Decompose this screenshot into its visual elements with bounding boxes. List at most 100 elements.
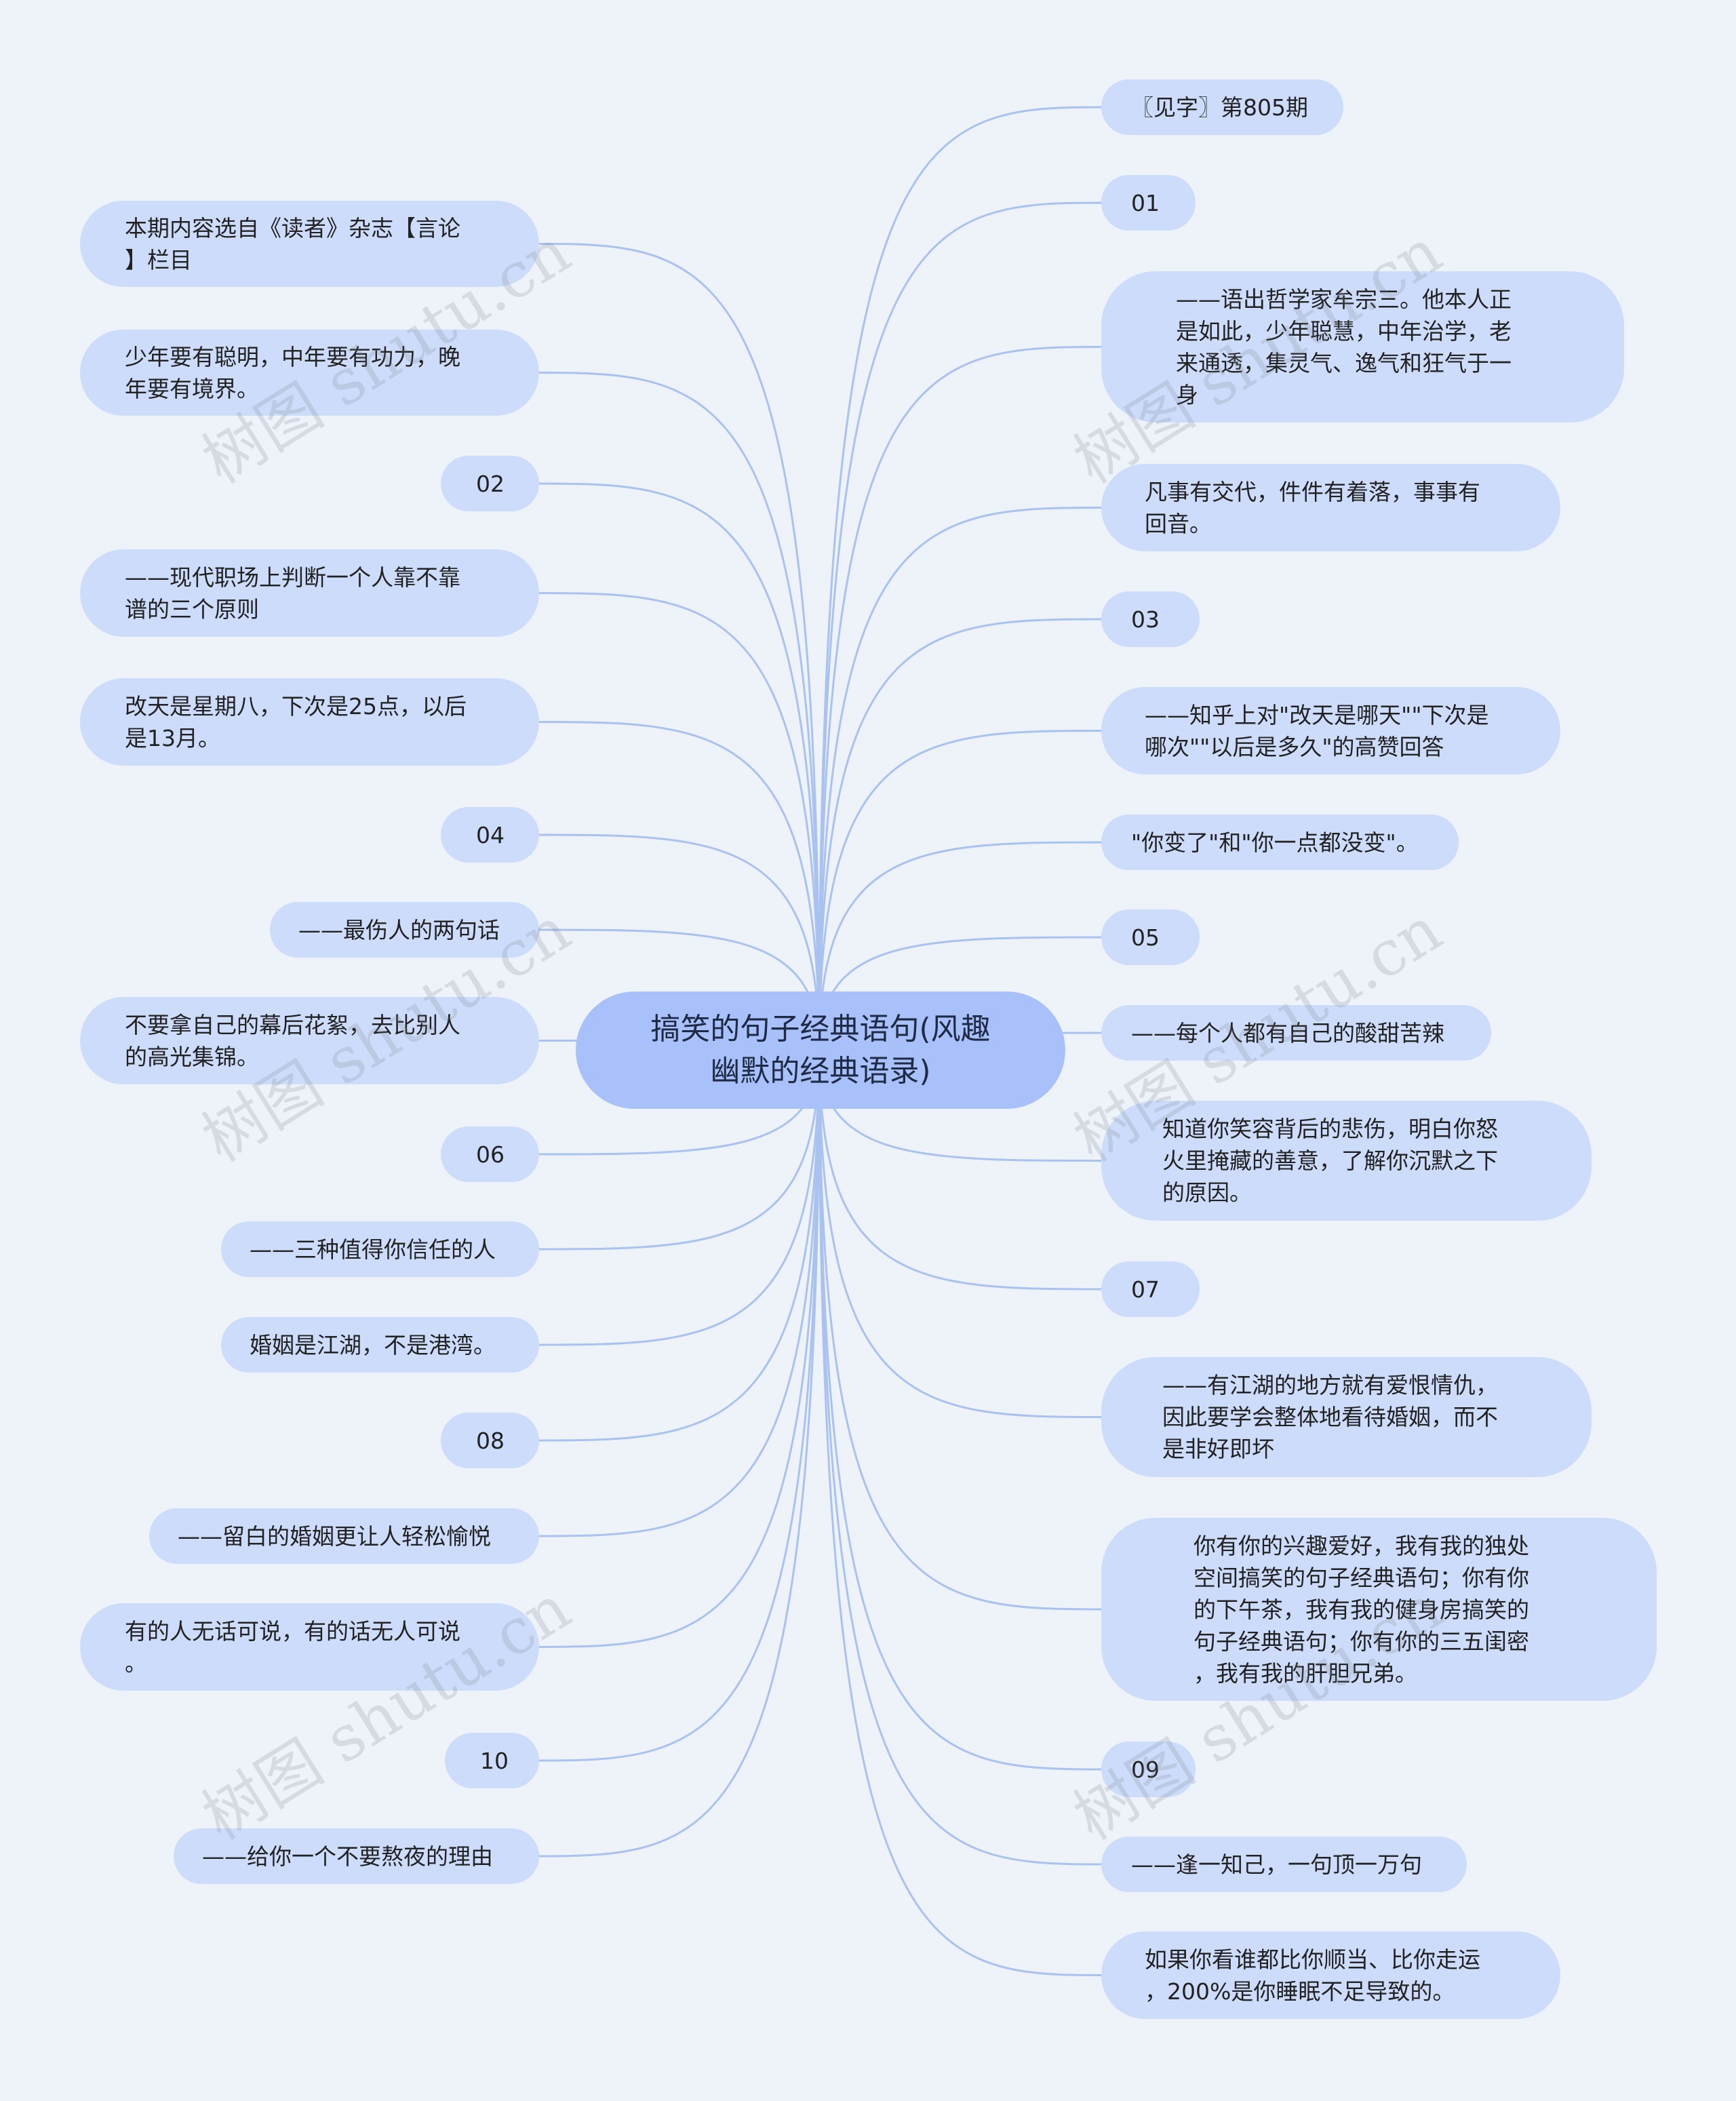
right-node-11-line-1: 07 bbox=[1131, 1276, 1160, 1303]
right-node-16[interactable]: 如果你看谁都比你顺当、比你走运，200%是你睡眠不足导致的。 bbox=[1101, 1931, 1560, 2019]
link-right-3 bbox=[818, 346, 1109, 1050]
link-left-10 bbox=[532, 1049, 821, 1251]
left-node-9[interactable]: 06 bbox=[441, 1126, 539, 1182]
link-right-13 bbox=[818, 1049, 1109, 1611]
right-node-4-line-2: 回音。 bbox=[1145, 510, 1212, 537]
left-node-14-line-1: 有的人无话可说，有的话无人可说 bbox=[125, 1617, 460, 1645]
link-left-15 bbox=[532, 1049, 821, 1762]
right-node-2-line-1: 01 bbox=[1131, 189, 1160, 216]
right-node-4[interactable]: 凡事有交代，件件有着落，事事有回音。 bbox=[1101, 464, 1560, 551]
right-node-12-line-3: 是非好即坏 bbox=[1162, 1436, 1274, 1462]
left-node-6[interactable]: 04 bbox=[441, 807, 539, 863]
right-node-12-line-1: ——有江湖的地方就有爱恨情仇， bbox=[1162, 1372, 1498, 1398]
right-node-13-line-3: 的下午茶，我有我的健身房搞笑的 bbox=[1194, 1596, 1529, 1623]
left-node-3-line-1: 02 bbox=[476, 470, 505, 497]
right-node-4-line-1: 凡事有交代，件件有着落，事事有 bbox=[1145, 478, 1480, 505]
left-node-14[interactable]: 有的人无话可说，有的话无人可说。 bbox=[80, 1603, 539, 1691]
left-node-4-line-1: ——现代职场上判断一个人靠不靠 bbox=[125, 564, 460, 591]
left-node-10[interactable]: ——三种值得你信任的人 bbox=[221, 1221, 539, 1277]
right-node-13-line-1: 你有你的兴趣爱好，我有我的独处 bbox=[1194, 1532, 1529, 1559]
root-node[interactable]: 搞笑的句子经典语句(风趣 幽默的经典语录) bbox=[576, 991, 1065, 1109]
right-node-3-line-1: ——语出哲学家牟宗三。他本人正 bbox=[1176, 286, 1512, 313]
right-node-5[interactable]: 03 bbox=[1101, 591, 1200, 647]
left-node-13-line-1: ——留白的婚姻更让人轻松愉悦 bbox=[178, 1523, 491, 1550]
left-node-11[interactable]: 婚姻是江湖，不是港湾。 bbox=[221, 1317, 539, 1373]
left-node-8-line-1: 不要拿自己的幕后花絮，去比别人 bbox=[125, 1011, 460, 1038]
left-node-4[interactable]: ——现代职场上判断一个人靠不靠谱的三个原则 bbox=[80, 549, 539, 637]
right-node-10-line-2: 火里掩藏的善意，了解你沉默之下 bbox=[1162, 1147, 1498, 1174]
link-right-16 bbox=[818, 1049, 1109, 1976]
root-title-line-1: 搞笑的句子经典语句(风趣 bbox=[650, 1011, 991, 1046]
left-node-15-line-1: 10 bbox=[480, 1747, 509, 1774]
right-node-6-line-1: ——知乎上对"改天是哪天""下次是 bbox=[1145, 701, 1489, 728]
left-node-4-line-2: 谱的三个原则 bbox=[125, 595, 259, 623]
link-right-6 bbox=[818, 730, 1109, 1050]
right-node-1[interactable]: 〖见字〗第805期 bbox=[1101, 79, 1343, 135]
link-left-3 bbox=[532, 482, 821, 1050]
left-node-7[interactable]: ——最伤人的两句话 bbox=[270, 902, 539, 958]
left-node-1-line-2: 】栏目 bbox=[125, 246, 192, 273]
left-node-10-line-1: ——三种值得你信任的人 bbox=[250, 1236, 496, 1263]
left-node-14-line-2: 。 bbox=[125, 1649, 147, 1676]
right-node-7-line-1: "你变了"和"你一点都没变"。 bbox=[1131, 829, 1419, 856]
right-node-7[interactable]: "你变了"和"你一点都没变"。 bbox=[1101, 814, 1459, 870]
link-left-12 bbox=[532, 1049, 821, 1442]
left-node-5-line-2: 是13月。 bbox=[125, 724, 220, 751]
right-node-6-line-2: 哪次""以后是多久"的高赞回答 bbox=[1145, 733, 1444, 760]
right-node-9[interactable]: ——每个人都有自己的酸甜苦辣 bbox=[1101, 1005, 1491, 1061]
right-node-16-line-1: 如果你看谁都比你顺当、比你走运 bbox=[1145, 1946, 1480, 1973]
right-node-13[interactable]: 你有你的兴趣爱好，我有我的独处空间搞笑的句子经典语句；你有你的下午茶，我有我的健… bbox=[1101, 1518, 1657, 1701]
right-node-1-line-1: 〖见字〗第805期 bbox=[1131, 94, 1308, 121]
right-node-10-line-1: 知道你笑容背后的悲伤，明白你怒 bbox=[1162, 1116, 1498, 1142]
left-node-2[interactable]: 少年要有聪明，中年要有功力，晚年要有境界。 bbox=[80, 330, 539, 416]
link-right-12 bbox=[818, 1049, 1109, 1418]
right-node-8[interactable]: 05 bbox=[1101, 909, 1200, 965]
left-node-2-line-2: 年要有境界。 bbox=[125, 375, 259, 402]
left-node-2-line-1: 少年要有聪明，中年要有功力，晚 bbox=[125, 343, 460, 370]
right-node-13-line-4: 句子经典语句；你有你的三五闺密 bbox=[1194, 1628, 1529, 1655]
left-node-3[interactable]: 02 bbox=[441, 456, 539, 511]
link-right-11 bbox=[818, 1049, 1109, 1291]
left-node-9-line-1: 06 bbox=[476, 1141, 505, 1168]
link-right-1 bbox=[818, 106, 1109, 1050]
right-node-10[interactable]: 知道你笑容背后的悲伤，明白你怒火里掩藏的善意，了解你沉默之下的原因。 bbox=[1101, 1101, 1592, 1221]
link-right-4 bbox=[818, 507, 1109, 1050]
right-node-12[interactable]: ——有江湖的地方就有爱恨情仇， 因此要学会整体地看待婚姻，而不是非好即坏 bbox=[1101, 1357, 1592, 1477]
link-left-13 bbox=[532, 1049, 821, 1537]
left-node-5[interactable]: 改天是星期八，下次是25点，以后是13月。 bbox=[80, 678, 539, 766]
right-node-10-line-3: 的原因。 bbox=[1162, 1179, 1252, 1206]
right-node-14[interactable]: 09 bbox=[1101, 1742, 1196, 1797]
left-node-5-line-1: 改天是星期八，下次是25点，以后 bbox=[125, 692, 467, 720]
left-node-1-line-1: 本期内容选自《读者》杂志【言论 bbox=[125, 214, 460, 241]
right-node-13-line-5: ，我有我的肝胆兄弟。 bbox=[1194, 1660, 1417, 1687]
left-node-11-line-1: 婚姻是江湖，不是港湾。 bbox=[250, 1331, 496, 1358]
left-node-12-line-1: 08 bbox=[476, 1427, 505, 1454]
link-right-14 bbox=[818, 1049, 1109, 1771]
right-node-13-line-2: 空间搞笑的句子经典语句；你有你 bbox=[1194, 1564, 1529, 1591]
right-node-3-line-4: 身 bbox=[1176, 381, 1198, 408]
right-node-9-line-1: ——每个人都有自己的酸甜苦辣 bbox=[1131, 1019, 1444, 1046]
right-node-12-line-2: 因此要学会整体地看待婚姻，而不 bbox=[1162, 1404, 1498, 1430]
left-node-13[interactable]: ——留白的婚姻更让人轻松愉悦 bbox=[149, 1508, 539, 1564]
link-left-4 bbox=[532, 592, 821, 1050]
link-right-15 bbox=[818, 1049, 1109, 1866]
link-left-1 bbox=[532, 243, 821, 1050]
left-node-1[interactable]: 本期内容选自《读者》杂志【言论】栏目 bbox=[80, 201, 539, 287]
left-node-15[interactable]: 10 bbox=[445, 1733, 539, 1788]
left-node-8-line-2: 的高光集锦。 bbox=[125, 1043, 259, 1070]
right-node-2[interactable]: 01 bbox=[1101, 175, 1196, 231]
left-node-16[interactable]: ——给你一个不要熬夜的理由 bbox=[174, 1828, 539, 1884]
right-node-3-line-3: 来通透，集灵气、逸气和狂气于一 bbox=[1176, 349, 1512, 376]
right-node-6[interactable]: ——知乎上对"改天是哪天""下次是哪次""以后是多久"的高赞回答 bbox=[1101, 687, 1560, 774]
left-node-12[interactable]: 08 bbox=[441, 1413, 539, 1468]
link-left-14 bbox=[532, 1049, 821, 1648]
right-node-15[interactable]: ——逢一知己，一句顶一万句 bbox=[1101, 1837, 1467, 1892]
right-node-11[interactable]: 07 bbox=[1101, 1261, 1200, 1317]
left-node-8[interactable]: 不要拿自己的幕后花絮，去比别人的高光集锦。 bbox=[80, 997, 539, 1084]
link-left-5 bbox=[532, 721, 821, 1050]
right-node-3[interactable]: ——语出哲学家牟宗三。他本人正是如此，少年聪慧，中年治学，老来通透，集灵气、逸气… bbox=[1101, 271, 1624, 423]
root-title-line-2: 幽默的经典语录) bbox=[710, 1053, 931, 1088]
link-right-7 bbox=[818, 841, 1109, 1050]
right-node-14-line-1: 09 bbox=[1131, 1756, 1160, 1783]
right-node-8-line-1: 05 bbox=[1131, 924, 1160, 951]
